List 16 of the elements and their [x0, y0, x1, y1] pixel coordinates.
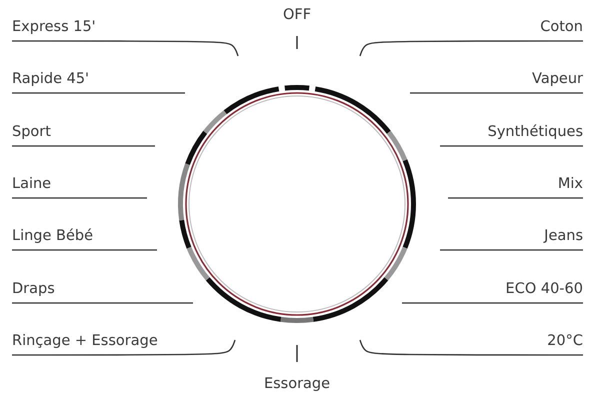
program-label: 20°C [547, 332, 583, 350]
program-label: Vapeur [532, 70, 583, 88]
program-label: Draps [12, 280, 55, 298]
program-label: Synthétiques [488, 123, 583, 141]
program-label: Essorage [264, 375, 330, 393]
program-label: OFF [282, 6, 312, 24]
program-label: Coton [540, 18, 583, 36]
program-label: Rinçage + Essorage [12, 332, 158, 350]
program-label: Rapide 45' [12, 70, 90, 88]
program-label: Jeans [544, 227, 583, 245]
program-label: ECO 40-60 [506, 280, 583, 298]
program-label: Laine [12, 175, 52, 193]
program-label: Mix [558, 175, 583, 193]
program-label: Express 15' [12, 18, 96, 36]
program-label: Sport [12, 123, 51, 141]
program-label: Linge Bébé [12, 227, 94, 245]
